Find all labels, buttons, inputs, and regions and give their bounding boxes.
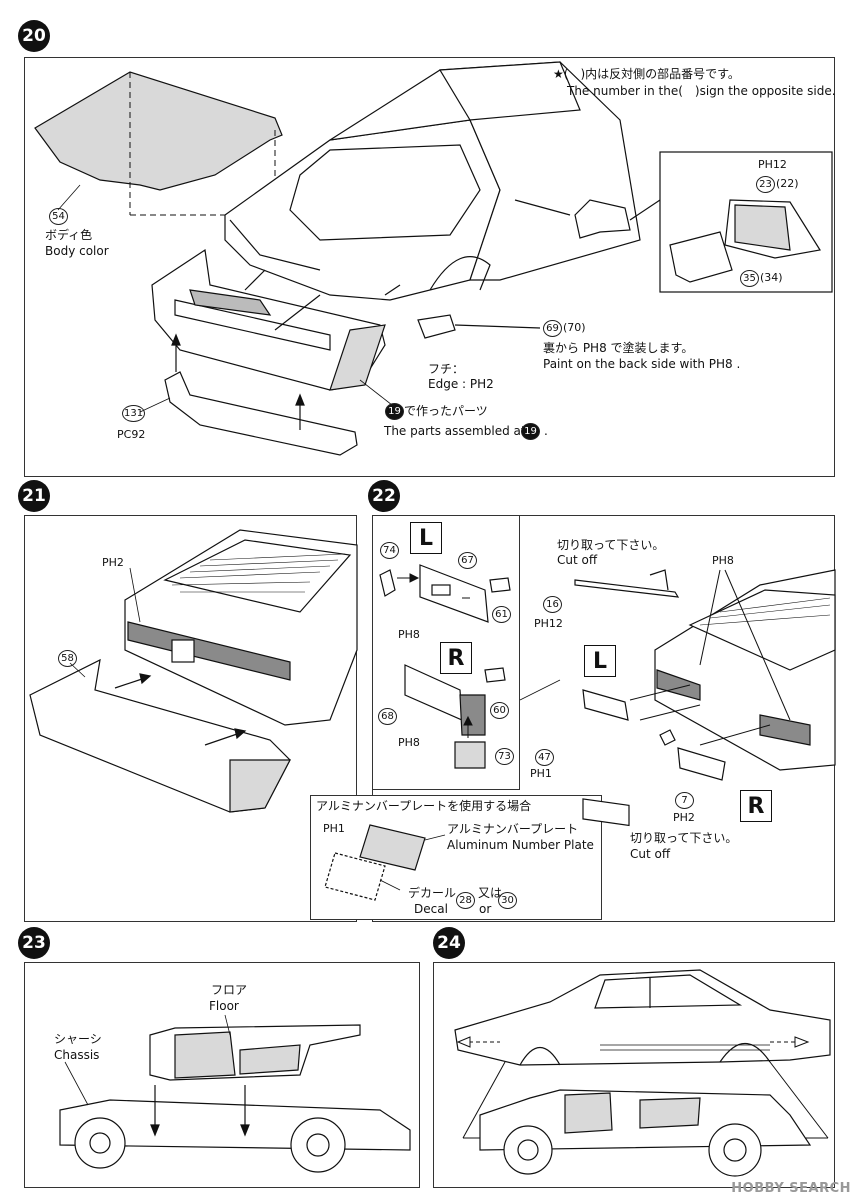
alu-plate-header: アルミナンバープレートを使用する場合 xyxy=(316,799,532,813)
part-35-label: 35 xyxy=(740,270,759,287)
edge-en: Edge : PH2 xyxy=(428,377,494,391)
part-7-label: 7 xyxy=(675,792,694,809)
part-74-label: 74 xyxy=(380,542,399,559)
chassis-label-en: Chassis xyxy=(54,1048,100,1062)
back-paint-jp: 裏から PH8 で塗装します。 xyxy=(543,341,694,355)
decal-jp: デカール xyxy=(408,886,457,900)
alu-ph1-label: PH1 xyxy=(323,822,345,835)
part-69-label: 69 xyxy=(543,320,562,337)
right-indicator-right: R xyxy=(740,790,772,822)
step-number-21: 21 xyxy=(18,480,50,512)
part-68-label: 68 xyxy=(378,708,397,725)
step-number-22: 22 xyxy=(368,480,400,512)
decal-30-label: 30 xyxy=(498,892,517,909)
part-54-label: 54 xyxy=(49,208,68,225)
step-22-left-subpanel xyxy=(372,515,520,790)
part-34-label: (34) xyxy=(760,271,783,284)
step-24-panel xyxy=(433,962,835,1188)
part-73-label: 73 xyxy=(495,748,514,765)
part-131-label: 131 xyxy=(122,405,146,422)
hobby-search-watermark: HOBBY SEARCH xyxy=(731,1181,851,1196)
decal-28-label: 28 xyxy=(456,892,475,909)
step-20-panel xyxy=(24,57,835,477)
cutoff-jp-2: 切り取って下さい。 xyxy=(630,831,738,845)
decal-or-jp: 又は xyxy=(478,886,503,900)
body-color-en: Body color xyxy=(45,244,109,258)
opposite-side-note-jp: ★( )内は反対側の部品番号です。 xyxy=(553,67,740,81)
chassis-label-jp: シャーシ xyxy=(54,1032,102,1046)
left-indicator-right: L xyxy=(584,645,616,677)
edge-jp: フチ： xyxy=(428,362,465,376)
ph12-label: PH12 xyxy=(534,617,563,630)
step-23-panel xyxy=(24,962,420,1188)
cutoff-en-2: Cut off xyxy=(630,847,671,861)
ph8-label-b: PH8 xyxy=(398,736,420,749)
pc92-label: PC92 xyxy=(117,428,146,441)
ph1-label: PH1 xyxy=(530,767,552,780)
ph8-label-c: PH8 xyxy=(712,554,734,567)
body-color-jp: ボディ色 xyxy=(45,228,93,242)
assembled-jp: で作ったパーツ xyxy=(404,404,488,418)
alu-plate-name-en: Aluminum Number Plate xyxy=(447,838,594,852)
assembled-en: The parts assembled at xyxy=(384,424,526,438)
alu-plate-name-jp: アルミナンバープレート xyxy=(447,822,579,836)
part-16-label: 16 xyxy=(543,596,562,613)
rear-paint-label: PH2 xyxy=(102,556,124,569)
ph8-label-a: PH8 xyxy=(398,628,420,641)
opposite-side-note-en: The number in the( )sign the opposite si… xyxy=(567,84,836,98)
step-number-24: 24 xyxy=(433,927,465,959)
back-paint-en: Paint on the back side with PH8 . xyxy=(543,357,741,371)
part-70-label: (70) xyxy=(563,321,586,334)
step-number-20: 20 xyxy=(18,20,50,52)
step-19-ref-icon-2: 19 xyxy=(521,423,540,440)
step-19-ref-icon: 19 xyxy=(385,403,404,420)
part-23-label: 23 xyxy=(756,176,775,193)
mirror-paint-label: PH12 xyxy=(758,158,787,171)
cutoff-en-1: Cut off xyxy=(557,553,598,567)
part-22-label: (22) xyxy=(776,177,799,190)
step-number-23: 23 xyxy=(18,927,50,959)
part-67-label: 67 xyxy=(458,552,477,569)
part-60-label: 60 xyxy=(490,702,509,719)
part-61-label: 61 xyxy=(492,606,511,623)
left-indicator-top: L xyxy=(410,522,442,554)
decal-or-en: or xyxy=(479,902,492,916)
step-21-panel xyxy=(24,515,357,922)
part-47-label: 47 xyxy=(535,749,554,766)
part-58-label: 58 xyxy=(58,650,77,667)
floor-label-en: Floor xyxy=(209,999,239,1013)
cutoff-jp-1: 切り取って下さい。 xyxy=(557,538,665,552)
ph2-label: PH2 xyxy=(673,811,695,824)
right-indicator-top: R xyxy=(440,642,472,674)
period: . xyxy=(544,424,548,438)
decal-en: Decal xyxy=(414,902,448,916)
floor-label-jp: フロア xyxy=(211,983,248,997)
